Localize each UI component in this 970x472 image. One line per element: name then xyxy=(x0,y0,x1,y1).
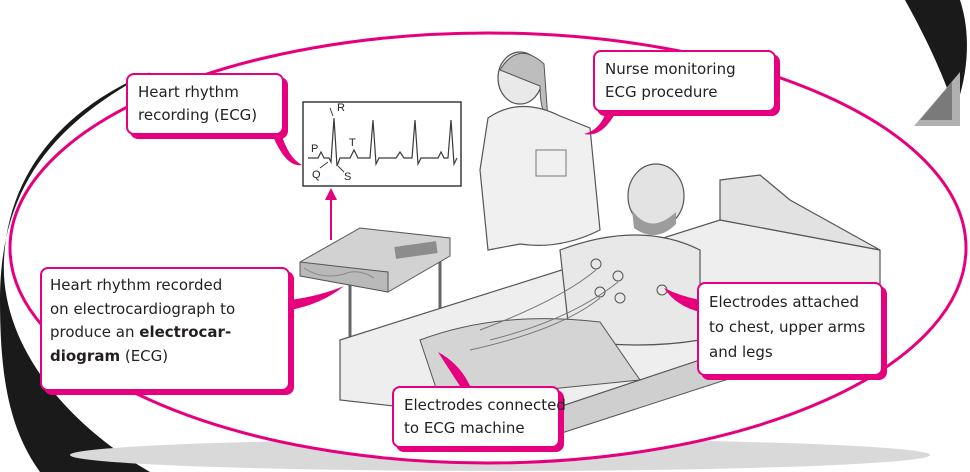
arrow-up-icon xyxy=(325,188,337,240)
ecg-label-q: Q xyxy=(312,169,321,181)
nav-arrow-icon[interactable] xyxy=(914,72,960,126)
nurse-illustration xyxy=(479,51,601,251)
callout-ecg-recording-line-2: recording (ECG) xyxy=(138,106,258,124)
ecg-label-p: P xyxy=(311,143,318,155)
callout-electrocardiograph-line-3-bold: electrocar- xyxy=(139,323,232,341)
callout-nurse-line-2: ECG procedure xyxy=(605,83,718,101)
tail-electrodes-connected xyxy=(438,352,470,386)
callout-electrodes-attached: Electrodes attached to chest, upper arms… xyxy=(697,282,883,376)
callout-electrocardiograph: Heart rhythm recorded on electrocardiogr… xyxy=(40,267,290,391)
callout-electrodes-connected-line-1: Electrodes connected xyxy=(404,396,566,414)
left-swoosh xyxy=(0,72,150,472)
callout-nurse-line-1: Nurse monitoring xyxy=(605,60,736,78)
callout-electrocardiograph-line-4: diogram (ECG) xyxy=(50,345,280,369)
callout-electrodes-attached-line-3: and legs xyxy=(709,343,773,361)
callout-electrocardiograph-line-4-bold: diogram xyxy=(50,346,121,365)
callout-electrocardiograph-line-4-suffix: (ECG) xyxy=(120,346,169,365)
callout-electrocardiograph-line-3: produce an electrocar- xyxy=(50,321,280,345)
tail-electrocardiograph xyxy=(290,286,344,310)
ecg-label-t: T xyxy=(349,137,356,149)
callout-electrocardiograph-line-1: Heart rhythm recorded xyxy=(50,276,223,294)
tail-nurse xyxy=(584,112,616,135)
tail-electrodes-attached xyxy=(664,288,700,312)
callout-nurse: Nurse monitoring ECG procedure xyxy=(593,50,776,112)
patient-illustration xyxy=(419,163,701,401)
callout-electrocardiograph-line-2: on electrocardiograph to xyxy=(50,299,236,318)
callout-electrodes-attached-line-2: to chest, upper arms xyxy=(709,318,866,336)
ecg-label-r: R xyxy=(337,102,345,114)
callout-electrodes-connected: Electrodes connected to ECG machine xyxy=(392,386,566,448)
callout-electrocardiograph-line-3-prefix: produce an xyxy=(50,323,140,341)
callout-ecg-recording-line-1: Heart rhythm xyxy=(138,83,239,101)
tail-ecg-recording xyxy=(272,130,302,166)
callout-ecg-recording: Heart rhythm recording (ECG) xyxy=(126,73,284,135)
callout-electrodes-connected-line-2: to ECG machine xyxy=(404,419,525,437)
ecg-label-s: S xyxy=(344,171,351,183)
callout-electrodes-attached-line-1: Electrodes attached xyxy=(709,293,859,311)
ecg-trace-icon xyxy=(302,101,462,187)
ecg-machine-illustration xyxy=(299,227,451,354)
